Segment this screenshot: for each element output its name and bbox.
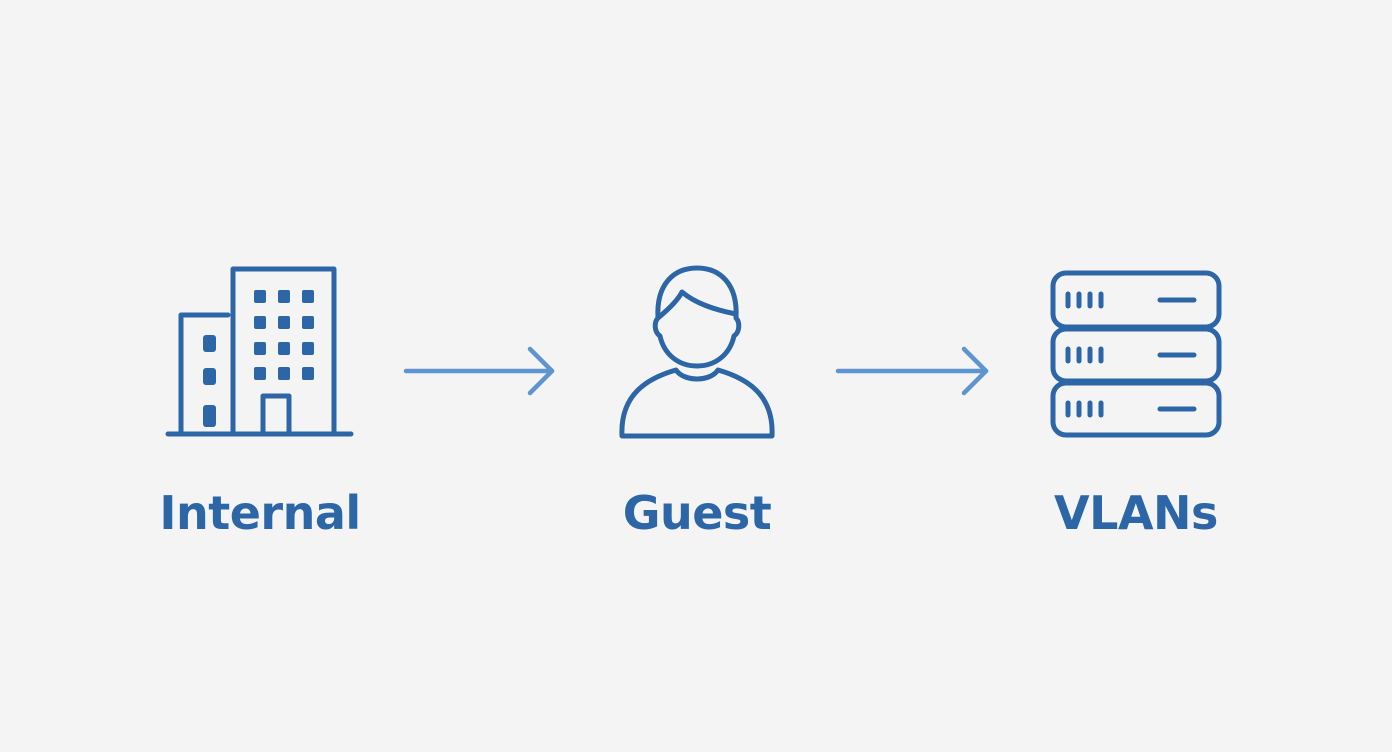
arrow-right-icon bbox=[400, 345, 560, 397]
office-building-icon bbox=[160, 262, 360, 442]
node-label-internal: Internal bbox=[159, 486, 361, 540]
arrow-right-icon bbox=[832, 345, 994, 397]
person-icon bbox=[612, 262, 782, 444]
server-stack-icon bbox=[1048, 268, 1224, 440]
node-label-guest: Guest bbox=[622, 486, 772, 540]
node-label-vlans: VLANs bbox=[1054, 486, 1218, 540]
